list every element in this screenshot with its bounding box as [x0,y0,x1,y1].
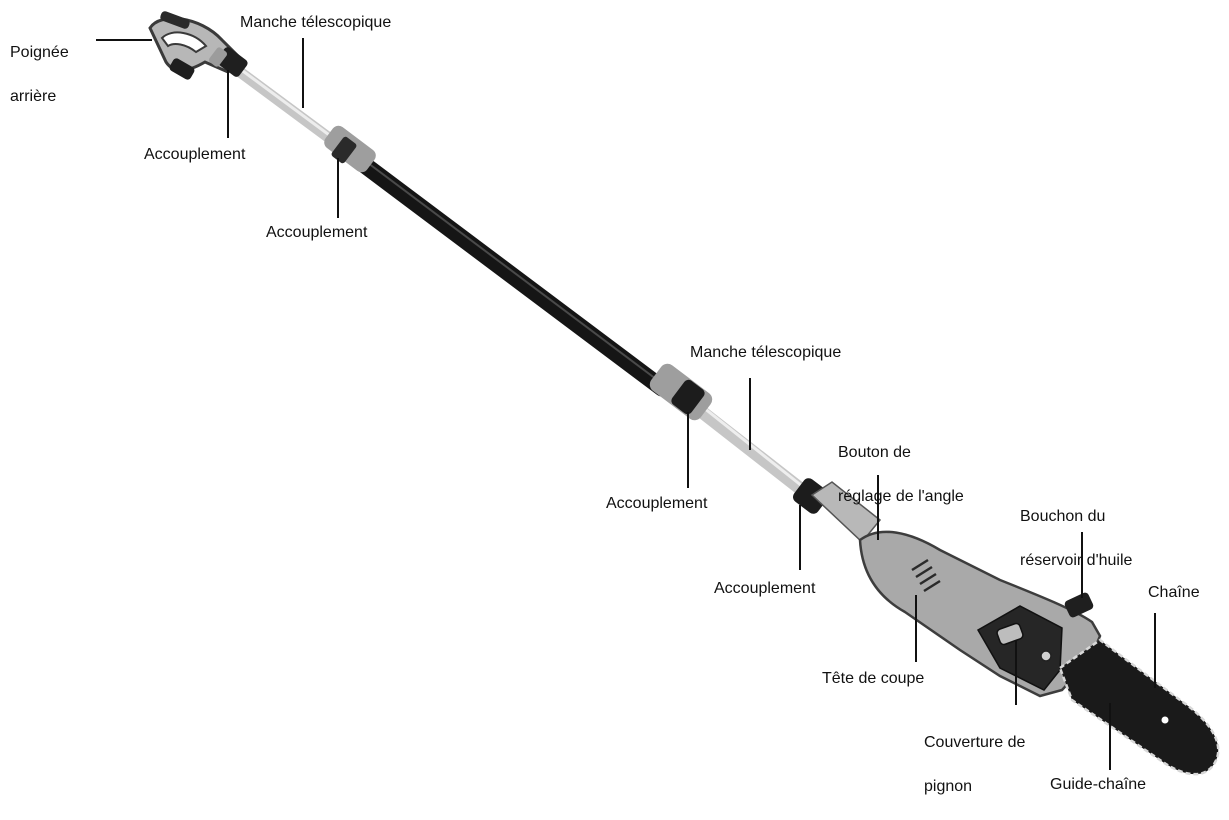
rear-handle [148,11,240,80]
label-accouplement-3: Accouplement [606,495,708,512]
lower-silver-pole [695,405,809,497]
coupling-2 [324,125,376,173]
label-accouplement-4: Accouplement [714,580,816,597]
label-tete-coupe: Tête de coupe [822,670,925,687]
label-manche-telescopique-1: Manche télescopique [240,14,392,31]
label-guide-chaine: Guide-chaîne [1050,776,1147,793]
leader-lines [96,38,1156,770]
cutting-head [858,530,1102,698]
pole-saw-diagram [96,11,1220,776]
coupling-4 [792,478,830,514]
label-manche-telescopique-2: Manche télescopique [690,344,842,361]
guide-bar-and-chain [1058,638,1220,776]
label-bouchon-huile: Bouchon du réservoir d'huile [1020,508,1133,569]
black-pole-section [349,151,671,397]
label-poignee-arriere: Poignée arrière [10,44,69,105]
coupling-3 [649,363,713,421]
label-chaine: Chaîne [1148,584,1200,601]
sprocket-cover [996,622,1024,646]
label-bouton-reglage: Bouton de réglage de l'angle [838,444,964,505]
oil-tank-cap [1064,592,1094,618]
label-accouplement-2: Accouplement [266,224,368,241]
label-accouplement-1: Accouplement [144,146,246,163]
upper-silver-pole [226,60,346,152]
label-couverture-pignon: Couverture de pignon [924,734,1026,795]
coupling-1 [208,47,248,77]
